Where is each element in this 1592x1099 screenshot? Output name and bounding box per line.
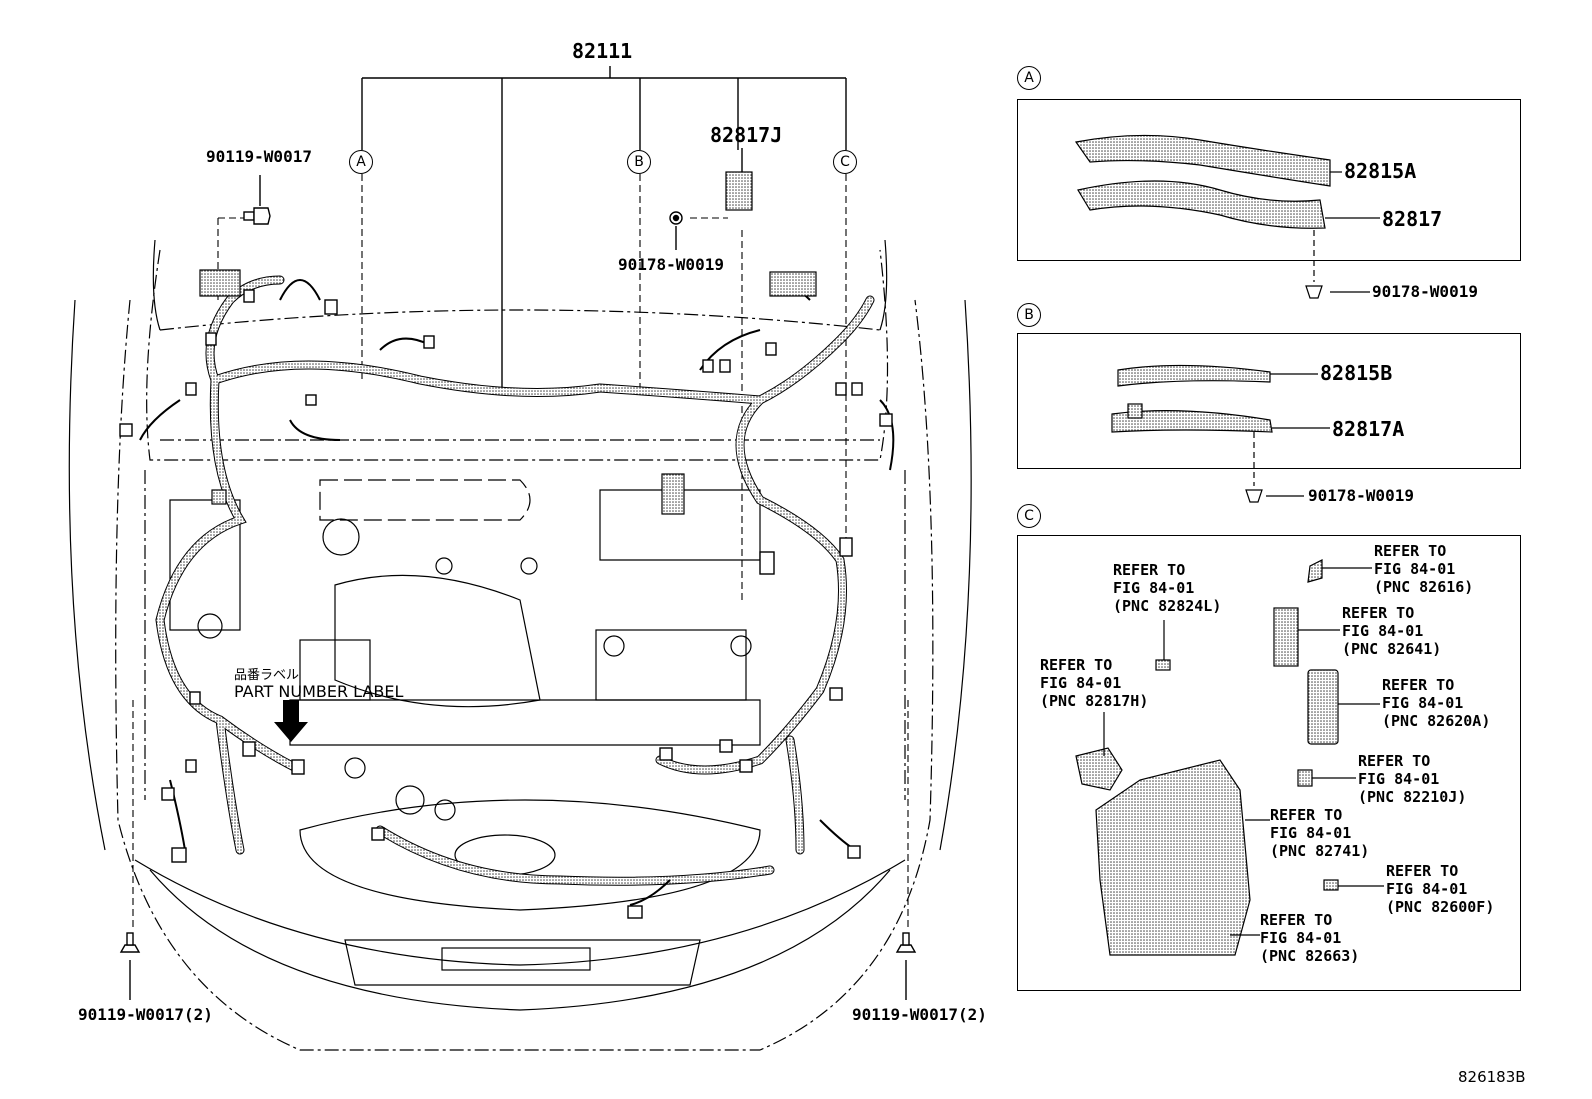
detail-c-ref-82824l: REFER TO FIG 84-01 (PNC 82824L) — [1113, 561, 1222, 615]
connector-part-number: 82817J — [710, 123, 783, 147]
detail-c-ref-82663: REFER TO FIG 84-01 (PNC 82663) — [1260, 911, 1360, 965]
detail-b-tag: B — [1017, 303, 1041, 327]
detail-c-ref-82741: REFER TO FIG 84-01 (PNC 82741) — [1270, 806, 1370, 860]
detail-a-tag: A — [1017, 66, 1041, 90]
detail-b-part-1: 82815B — [1320, 361, 1393, 385]
connectors — [119, 289, 893, 919]
vehicle-body-outline — [115, 249, 934, 1051]
bolt-part-number-left: 90119-W0017(2) — [78, 1005, 213, 1024]
harness-leader-lines — [361, 66, 847, 390]
detail-a-frame — [1017, 99, 1521, 261]
callout-a: A — [349, 150, 373, 174]
detail-b-clip: 90178-W0019 — [1308, 486, 1414, 505]
part-number-label-jp: 品番ラベル — [234, 668, 300, 683]
callout-c: C — [833, 150, 857, 174]
detail-b-part-2: 82817A — [1332, 417, 1405, 441]
figure-id: 826183B — [1458, 1068, 1526, 1086]
callout-b: B — [627, 150, 651, 174]
detail-a-drawing — [1074, 134, 1380, 299]
part-number-label-arrow — [274, 700, 308, 742]
detail-a-part-1: 82815A — [1344, 159, 1417, 183]
detail-c-ref-82616: REFER TO FIG 84-01 (PNC 82616) — [1374, 542, 1474, 596]
detail-b-drawing — [1111, 364, 1330, 503]
bolt-part-number-right: 90119-W0017(2) — [852, 1005, 987, 1024]
detail-a-part-2: 82817 — [1382, 207, 1443, 231]
part-number-label-en: PART NUMBER LABEL — [234, 682, 404, 701]
fasteners — [119, 148, 917, 1000]
detail-a-clip: 90178-W0019 — [1372, 282, 1478, 301]
detail-c-drawing — [1075, 559, 1384, 956]
detail-c-tag: C — [1017, 504, 1041, 528]
detail-b-frame — [1017, 333, 1521, 469]
harness-part-number: 82111 — [572, 39, 633, 63]
clip-part-number-top: 90178-W0019 — [618, 255, 724, 274]
detail-c-ref-82641: REFER TO FIG 84-01 (PNC 82641) — [1342, 604, 1442, 658]
detail-c-ref-82210j: REFER TO FIG 84-01 (PNC 82210J) — [1358, 752, 1467, 806]
detail-c-ref-82620a: REFER TO FIG 84-01 (PNC 82620A) — [1382, 676, 1491, 730]
bolt-part-number-top: 90119-W0017 — [206, 147, 312, 166]
detail-c-frame — [1017, 535, 1521, 991]
detail-c-ref-82600f: REFER TO FIG 84-01 (PNC 82600F) — [1386, 862, 1495, 916]
detail-c-ref-82817h: REFER TO FIG 84-01 (PNC 82817H) — [1040, 656, 1149, 710]
